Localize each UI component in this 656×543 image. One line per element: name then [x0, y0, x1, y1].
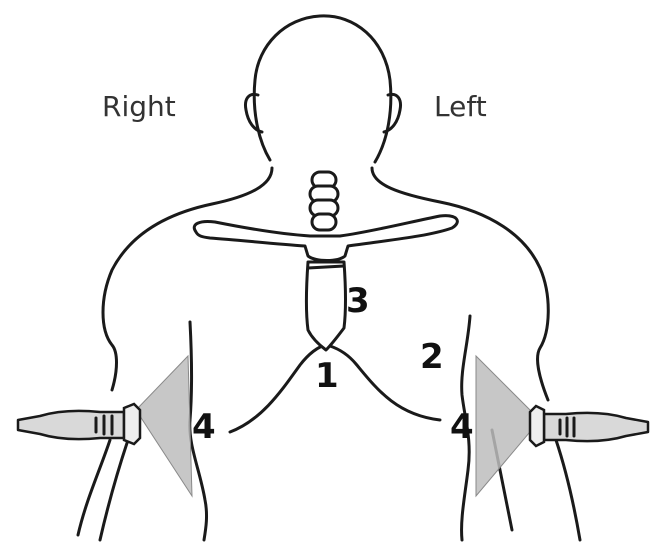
point-2-label: 2 [420, 337, 444, 377]
point-4-left-label: 4 [450, 407, 474, 447]
trachea [310, 172, 338, 230]
point-4-right-label: 4 [192, 407, 216, 447]
right-ultrasound-probe-icon [18, 404, 140, 444]
left-side-label: Left [434, 90, 487, 123]
left-ultrasound-probe-icon [530, 406, 648, 446]
left-neck-shoulder [372, 168, 548, 400]
sternum [307, 262, 346, 350]
point-3-label: 3 [346, 281, 370, 321]
head-outline [254, 16, 391, 162]
right-side-label: Right [102, 90, 176, 123]
right-rib-line [230, 346, 322, 432]
point-1-label: 1 [315, 356, 339, 396]
left-arm-outer [556, 440, 580, 540]
right-ultrasound-beam-icon [136, 356, 192, 496]
sternum-divider [308, 266, 344, 268]
